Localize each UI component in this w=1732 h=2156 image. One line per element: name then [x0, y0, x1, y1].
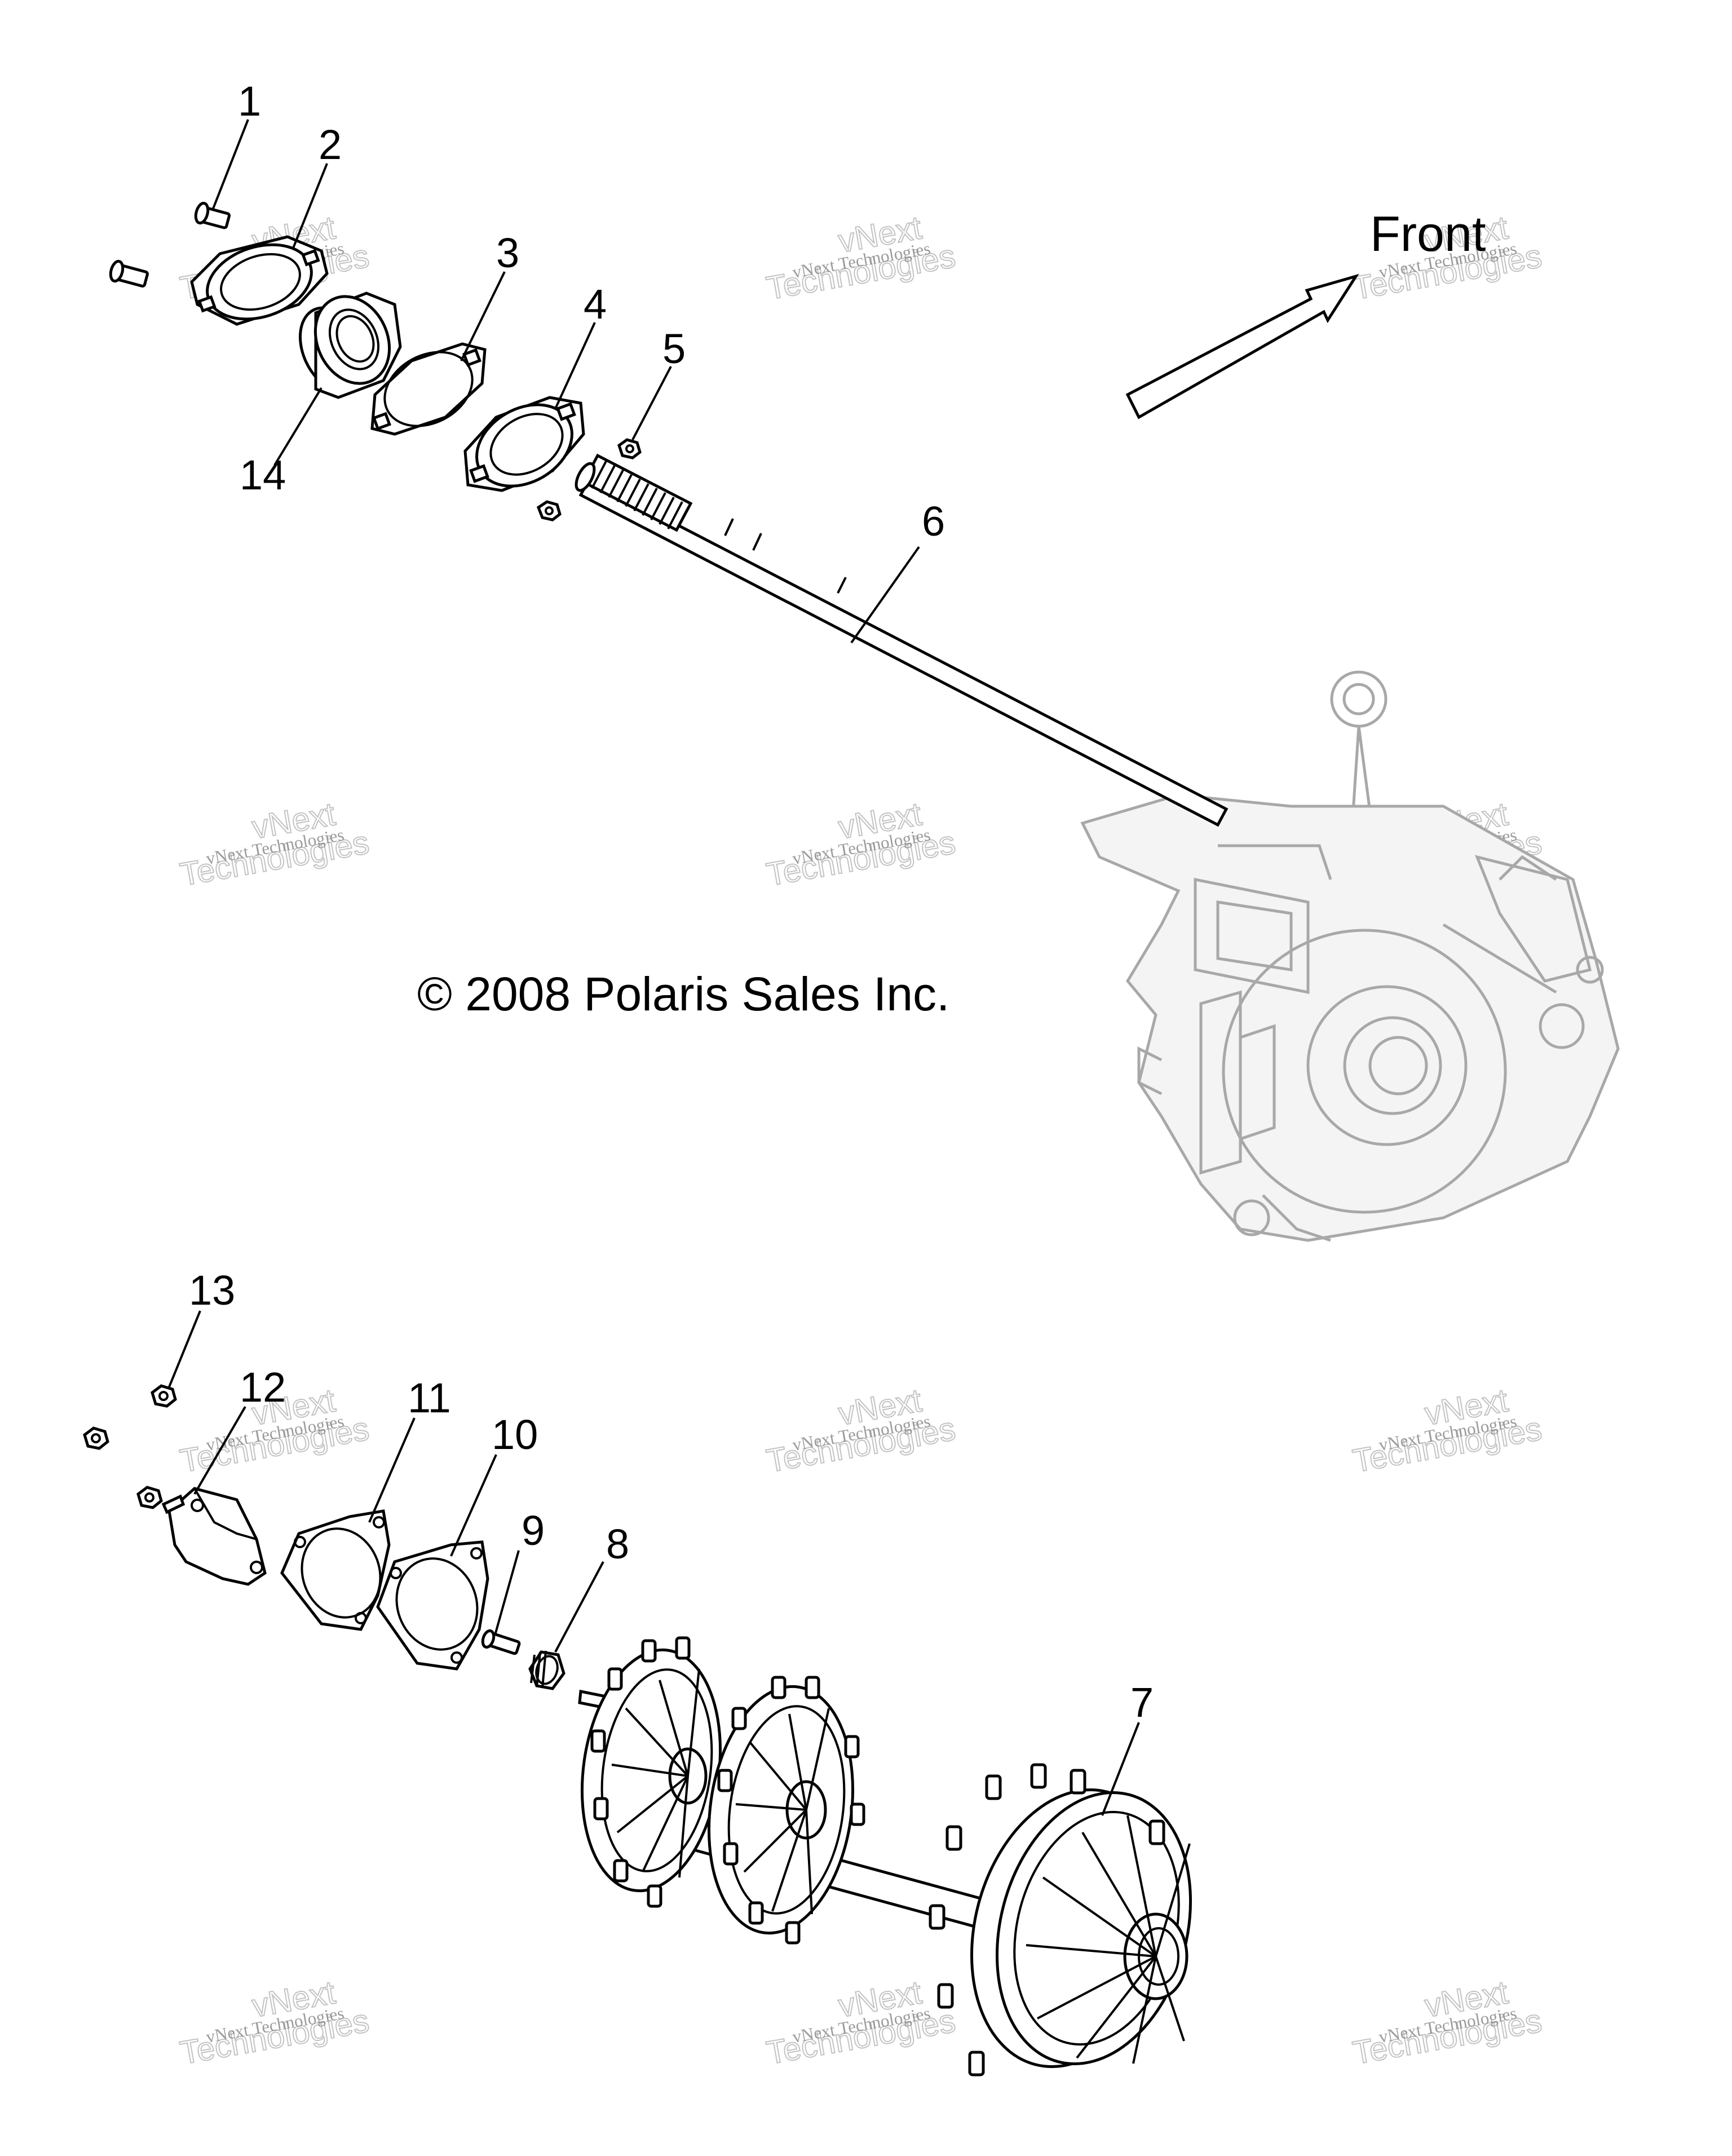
bracket-part-12	[161, 1487, 267, 1586]
copyright-text: © 2008 Polaris Sales Inc.	[417, 967, 949, 1020]
callout-2: 2	[319, 121, 342, 168]
front-arrow: Front	[1125, 206, 1486, 419]
callout-7: 7	[1130, 1679, 1154, 1726]
gasket-part-3	[370, 342, 487, 436]
bolt-part-9	[481, 1629, 521, 1655]
callout-6: 6	[922, 498, 945, 545]
callout-1: 1	[238, 78, 261, 125]
jackshaft-part-6	[575, 453, 1229, 827]
nut-part-13	[83, 1384, 177, 1509]
flangette-part-2	[190, 235, 329, 326]
callout-12: 12	[240, 1364, 286, 1411]
callout-9: 9	[522, 1507, 545, 1554]
callout-3: 3	[496, 229, 519, 276]
callout-10: 10	[492, 1411, 538, 1458]
flange-part-11	[280, 1509, 391, 1631]
engine-ghost	[1080, 670, 1620, 1242]
gasket-part-10	[376, 1540, 489, 1671]
callout-4: 4	[584, 281, 607, 328]
front-label: Front	[1370, 206, 1486, 262]
nut-part-5	[536, 438, 642, 522]
bearing-part-14	[298, 291, 402, 399]
splined-nut-part-8	[528, 1650, 565, 1690]
flangette-part-4	[463, 396, 585, 492]
callouts: 1 2 3 4 5 6 7 8 9 10 11 12 13 14	[189, 78, 1154, 1726]
callout-14: 14	[240, 452, 286, 498]
bolt-part-1	[109, 201, 231, 288]
callout-13: 13	[189, 1267, 235, 1314]
driveshaft-part-7	[578, 1636, 1192, 2077]
callout-8: 8	[606, 1521, 629, 1567]
callout-11: 11	[408, 1375, 451, 1421]
callout-5: 5	[662, 325, 686, 372]
leader-lines	[168, 119, 1140, 1816]
